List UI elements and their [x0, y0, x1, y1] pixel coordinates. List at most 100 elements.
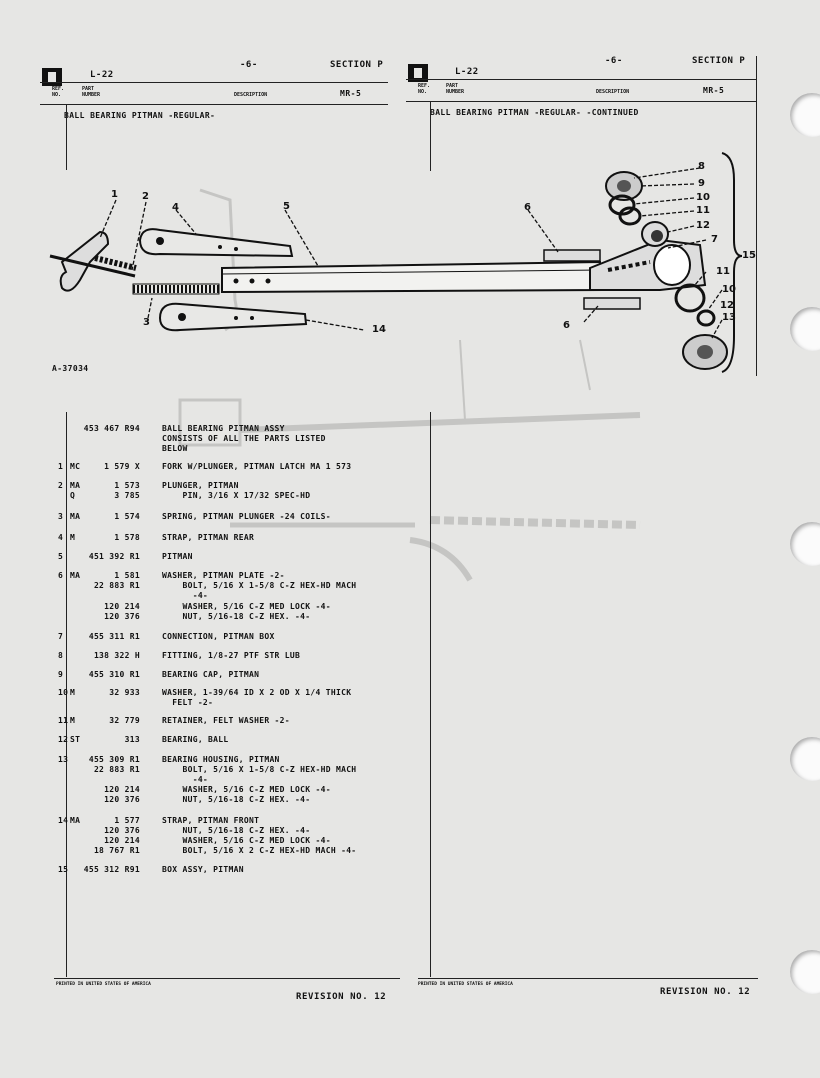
part-number: 120 376 — [104, 795, 140, 804]
part-number: 1 578 — [114, 533, 140, 542]
callout-11: 11 — [696, 205, 710, 216]
bearing-stack-upper — [605, 171, 669, 247]
part-description: BEARING, BALL — [162, 735, 229, 744]
part-number: 22 883 R1 — [93, 765, 140, 774]
rear-strap — [138, 228, 294, 258]
part-description: BEARING HOUSING, PITMAN — [162, 755, 280, 764]
left-page-number: -6- — [240, 60, 258, 70]
part-number: 455 311 R1 — [88, 632, 140, 641]
front-strap — [158, 302, 308, 332]
binder-hole — [790, 737, 820, 781]
part-ref-number: 11 — [58, 716, 69, 725]
part-description: BEARING CAP, PITMAN — [162, 670, 260, 679]
part-number: 453 467 R94 — [83, 424, 140, 433]
plunger-spring — [132, 283, 220, 295]
printed-notice-right: PRINTED IN UNITED STATES OF AMERICA — [418, 982, 513, 987]
part-ref-number: 5 — [58, 552, 64, 561]
binder-hole — [790, 950, 820, 994]
column-rule — [430, 412, 431, 977]
part-ref-number: 6 — [58, 571, 64, 580]
bearing-stack-lower — [674, 283, 728, 370]
part-code: MA — [70, 512, 81, 521]
part-description: STRAP, PITMAN REAR — [162, 533, 255, 542]
right-col-part: PART NUMBER — [446, 83, 465, 95]
part-description: PITMAN — [162, 552, 193, 561]
divider — [54, 978, 400, 979]
part-ref-number: 12 — [58, 735, 69, 744]
callout-4: 4 — [172, 202, 179, 213]
pitman-plate-washer — [583, 297, 641, 310]
callout-13: 13 — [722, 312, 736, 323]
part-code: MA — [70, 481, 81, 490]
left-section: SECTION P — [330, 60, 384, 70]
right-section-title: BALL BEARING PITMAN -REGULAR- -CONTINUED — [430, 108, 639, 117]
column-rule — [756, 56, 757, 376]
part-code: MA — [70, 816, 81, 825]
part-number: 22 883 R1 — [93, 581, 140, 590]
pitman-bar — [221, 260, 604, 294]
figure-label: A-37034 — [52, 364, 89, 373]
part-ref-number: 9 — [58, 670, 64, 679]
column-rule — [66, 104, 67, 170]
part-code: M — [70, 688, 76, 697]
part-number: 455 309 R1 — [88, 755, 140, 764]
pitman-box-connection — [589, 238, 707, 291]
part-description: FELT -2- — [162, 698, 214, 707]
callout-2: 2 — [142, 191, 149, 202]
left-model: L-22 — [90, 70, 114, 80]
part-code: Q — [70, 491, 76, 500]
callout-8: 8 — [698, 161, 705, 172]
revision-right: REVISION NO. 12 — [660, 987, 751, 997]
part-number: 451 392 R1 — [88, 552, 140, 561]
part-description: PLUNGER, PITMAN — [162, 481, 239, 490]
part-description: RETAINER, FELT WASHER -2- — [162, 716, 290, 725]
part-description: WASHER, 5/16 C-Z MED LOCK -4- — [162, 785, 331, 794]
part-number: 120 214 — [104, 836, 140, 845]
part-description: -4- — [162, 591, 209, 600]
binder-hole — [790, 522, 820, 566]
part-description: BELOW — [162, 444, 188, 453]
part-code: MA — [70, 571, 81, 580]
part-ref-number: 8 — [58, 651, 64, 660]
column-rule — [66, 412, 67, 977]
part-description: PIN, 3/16 X 17/32 SPEC-HD — [162, 491, 311, 500]
part-description: BOX ASSY, PITMAN — [162, 865, 244, 874]
part-number: 1 579 X — [104, 462, 140, 471]
part-ref-number: 2 — [58, 481, 64, 490]
part-ref-number: 3 — [58, 512, 64, 521]
right-section: SECTION P — [692, 56, 746, 66]
part-description: BALL BEARING PITMAN ASSY — [162, 424, 285, 433]
callout-6: 6 — [524, 202, 531, 213]
divider — [406, 101, 756, 102]
part-number: 120 214 — [104, 602, 140, 611]
part-description: NUT, 5/16-18 C-Z HEX. -4- — [162, 826, 311, 835]
callout-6-lower: 6 — [563, 320, 570, 331]
part-description: WASHER, PITMAN PLATE -2- — [162, 571, 285, 580]
callout-15: 15 — [742, 250, 756, 261]
part-number: 1 573 — [114, 481, 140, 490]
part-description: NUT, 5/16-18 C-Z HEX. -4- — [162, 795, 311, 804]
part-number: 1 581 — [114, 571, 140, 580]
part-description: BOLT, 5/16 X 1-5/8 C-Z HEX-HD MACH — [162, 581, 357, 590]
part-code: MC — [70, 462, 81, 471]
right-col-desc: DESCRIPTION — [596, 89, 630, 95]
left-col-part: PART NUMBER — [82, 86, 101, 98]
callout-14: 14 — [372, 324, 386, 335]
part-number: 138 322 H — [93, 651, 140, 660]
right-page-number: -6- — [605, 56, 623, 66]
part-ref-number: 7 — [58, 632, 64, 641]
part-number: 120 376 — [104, 826, 140, 835]
callout-7: 7 — [711, 234, 718, 245]
part-number: 32 779 — [109, 716, 140, 725]
part-ref-number: 1 — [58, 462, 64, 471]
divider — [40, 82, 388, 83]
part-description: BOLT, 5/16 X 1-5/8 C-Z HEX-HD MACH — [162, 765, 357, 774]
part-description: STRAP, PITMAN FRONT — [162, 816, 260, 825]
brand-logo-icon — [408, 64, 428, 82]
callout-12: 12 — [696, 220, 710, 231]
callout-1: 1 — [111, 189, 118, 200]
part-number: 455 312 R91 — [83, 865, 140, 874]
part-number: 313 — [124, 735, 140, 744]
callout-3: 3 — [143, 317, 150, 328]
